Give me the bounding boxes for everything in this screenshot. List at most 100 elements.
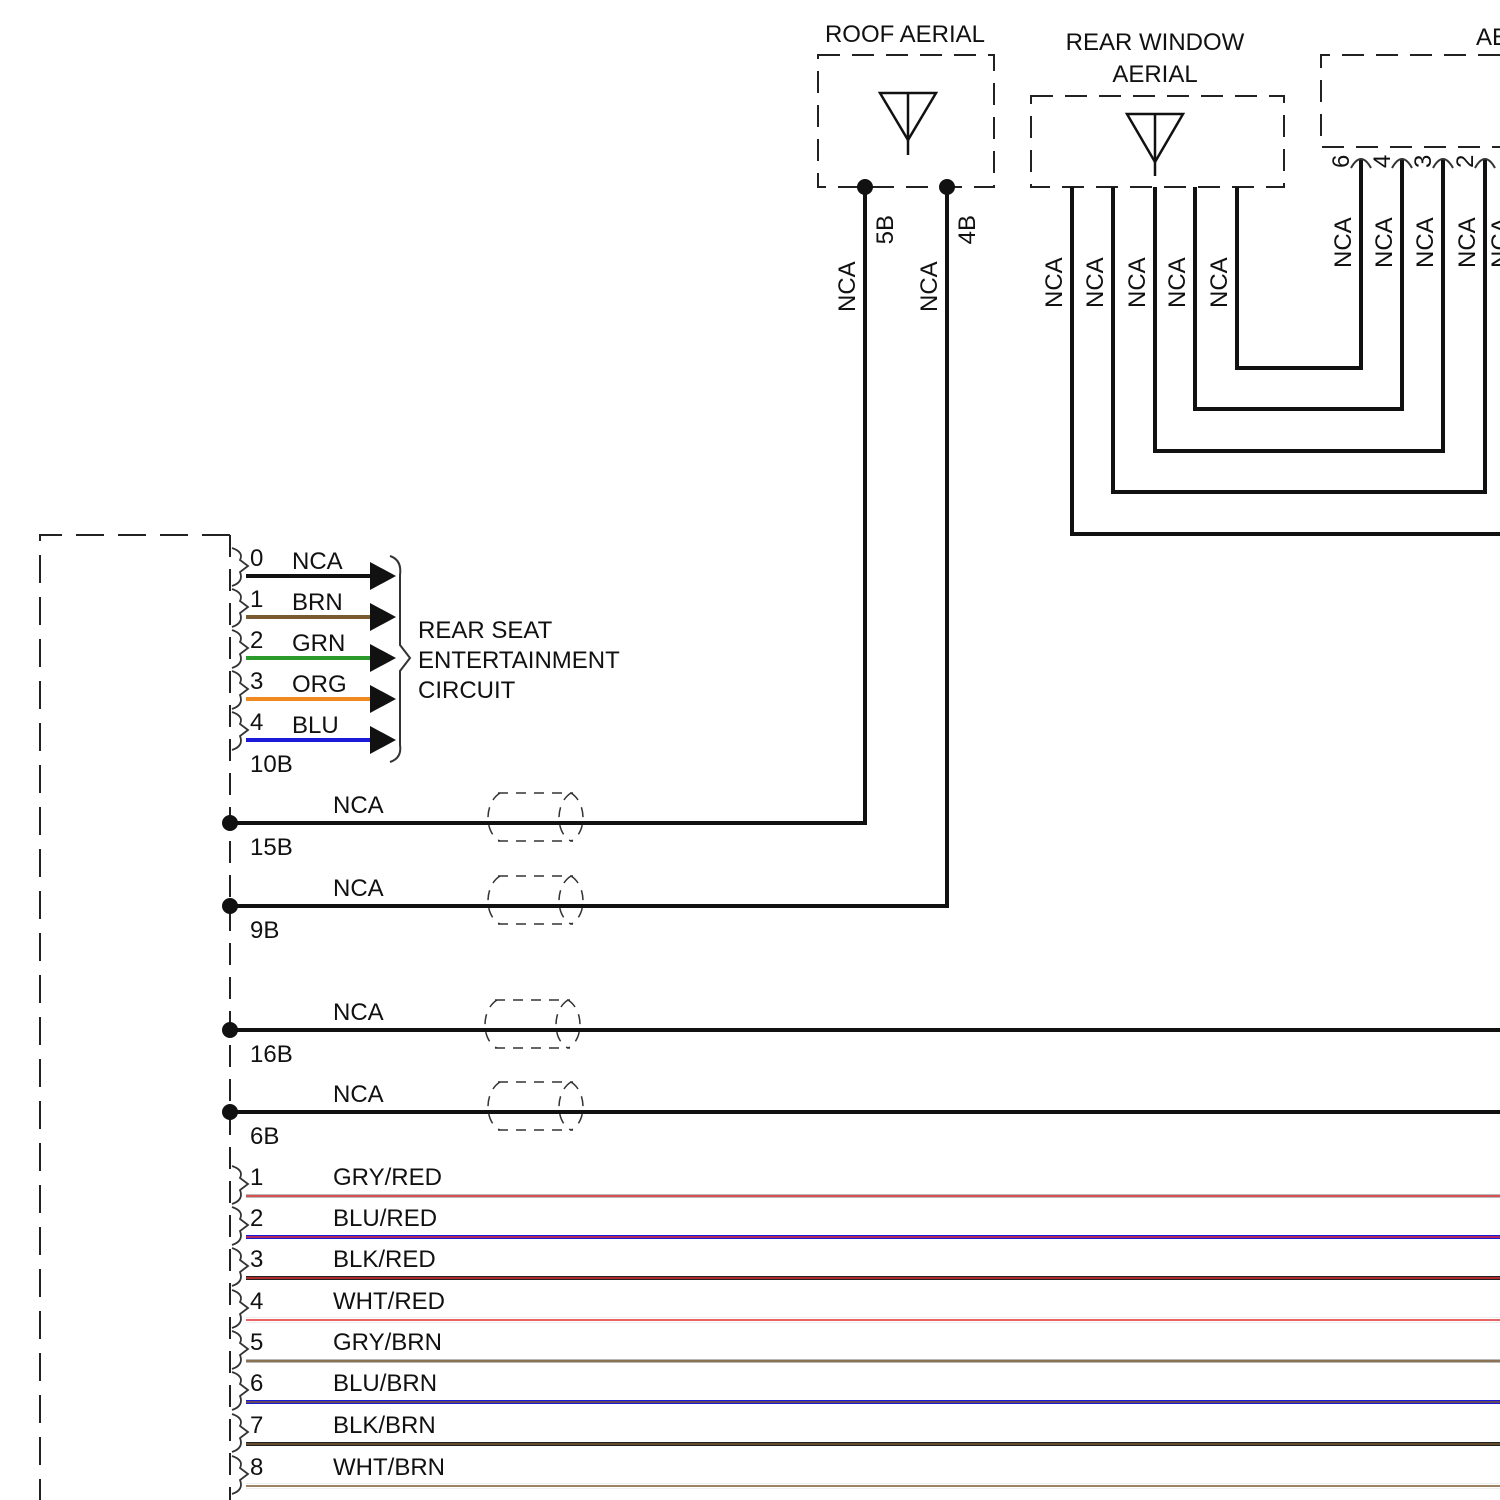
rear-seat-wire-1-pin: 1 (250, 586, 263, 613)
roof-aerial-pin-4B-dot (939, 179, 955, 195)
rear-seat-wire-1-arrow (370, 603, 396, 631)
shielded-wire-6B-label: NCA (333, 1081, 384, 1108)
right-module-title: AE (1476, 24, 1500, 51)
colored-wire-8-label: WHT/BRN (333, 1454, 445, 1481)
shielded-wire-6B-shield (488, 1082, 583, 1130)
rear-window-aerial-wire-2 (1113, 160, 1485, 492)
colored-wire-4-bracket (232, 1290, 248, 1328)
rear-seat-wire-2-arrow (370, 644, 396, 672)
antenna-icon (1127, 114, 1183, 176)
antenna-icon (880, 93, 936, 155)
colored-wire-1-bracket (232, 1166, 248, 1204)
shielded-wire-16B-shield (485, 1000, 580, 1048)
rear-seat-wire-3-bracket (232, 671, 248, 709)
shielded-wire-16B-pin: 16B (250, 1041, 293, 1068)
rear-seat-wire-1-color: BRN (292, 589, 343, 616)
rear-seat-wire-0-color: NCA (292, 548, 343, 575)
rear-window-aerial-title-line1: REAR WINDOW (1066, 29, 1245, 56)
rear-seat-wire-1-bracket (232, 589, 248, 627)
rear-seat-wire-2-color: GRN (292, 630, 345, 657)
shielded-wire-9B-dot (222, 898, 238, 914)
rear-window-aerial: REAR WINDOW AERIAL (1031, 29, 1284, 187)
colored-wire-7-pin: 7 (250, 1412, 263, 1439)
roof-aerial-wire-4B-label: NCA (916, 261, 943, 312)
colored-wire-2-bracket (232, 1207, 248, 1245)
shielded-wire-16B-label: NCA (333, 999, 384, 1026)
shielded-wire-15B-dot (222, 815, 238, 831)
colored-wire-7-bracket (232, 1414, 248, 1452)
right-module-partial-wire-label: NCA (1487, 217, 1500, 268)
left-module-outline (40, 535, 230, 1500)
rear-window-aerial-wire-4-label: NCA (1164, 257, 1191, 308)
rear-seat-wire-4-bracket (232, 712, 248, 750)
rear-seat-wire-0-bracket (232, 548, 248, 586)
colored-wire-5-bracket (232, 1331, 248, 1369)
roof-aerial: ROOF AERIAL (818, 21, 994, 187)
colored-wire-2-label: BLU/RED (333, 1205, 437, 1232)
colored-wire-6-label: BLU/BRN (333, 1370, 437, 1397)
rear-window-aerial-wire-3-label: NCA (1124, 257, 1151, 308)
right-module-pin-6-wire-label: NCA (1330, 217, 1357, 268)
colored-wire-2-pin: 2 (250, 1205, 263, 1232)
right-module-pin-4-label: 4 (1369, 155, 1396, 168)
rear-seat-wire-4-pin: 4 (250, 709, 263, 736)
colored-wire-4-pin: 4 (250, 1288, 263, 1315)
colored-wire-5-label: GRY/BRN (333, 1329, 442, 1356)
right-module-pin-3-wire-label: NCA (1412, 217, 1439, 268)
colored-wire-7-label: BLK/BRN (333, 1412, 436, 1439)
rear-window-aerial-wire-2-label: NCA (1082, 257, 1109, 308)
rear-window-aerial-title-line2: AERIAL (1112, 61, 1197, 88)
rear-seat-wire-0-arrow (370, 562, 396, 590)
right-module-pin-3-label: 3 (1410, 155, 1437, 168)
right-module-pin-6-label: 6 (1328, 155, 1355, 168)
shielded-wire-9B-shield (488, 876, 583, 924)
rear-seat-wire-4-color: BLU (292, 712, 339, 739)
shielded-wire-16B-dot (222, 1022, 238, 1038)
rear-seat-wire-2-bracket (232, 630, 248, 668)
right-module: AE (1321, 24, 1500, 147)
rear-seat-wire-0-pin: 0 (250, 545, 263, 572)
colored-wire-1-pin: 1 (250, 1164, 263, 1191)
colored-wire-6-bracket (232, 1372, 248, 1410)
shielded-wire-9B-pin: 9B (250, 917, 279, 944)
colored-wire-6-pin: 6 (250, 1370, 263, 1397)
roof-aerial-pin-5B-dot (857, 179, 873, 195)
shielded-wire-15B-label: NCA (333, 792, 384, 819)
roof-aerial-pin-4B-label: 4B (954, 215, 981, 244)
shielded-wire-9B-label: NCA (333, 875, 384, 902)
shielded-wire-15B-pin: 15B (250, 834, 293, 861)
colored-wire-8-bracket (232, 1456, 248, 1494)
rear-seat-wire-3-arrow (370, 685, 396, 713)
rear-seat-label-line-3: CIRCUIT (418, 677, 516, 704)
shielded-wire-6B-pin: 6B (250, 1123, 279, 1150)
shielded-wire-15B-shield (488, 793, 583, 841)
right-module-box (1321, 55, 1500, 147)
rear-window-aerial-wire-1-label: NCA (1041, 257, 1068, 308)
colored-wire-3-label: BLK/RED (333, 1246, 436, 1273)
rear-seat-wire-3-color: ORG (292, 671, 347, 698)
colored-wire-8-pin: 8 (250, 1454, 263, 1481)
rear-seat-label-line-2: ENTERTAINMENT (418, 647, 620, 674)
roof-aerial-pin-5B-label: 5B (872, 215, 899, 244)
rear-seat-wire-4-arrow (370, 726, 396, 754)
rear-seat-connector-label: 10B (250, 751, 293, 778)
colored-wire-1-label: GRY/RED (333, 1164, 442, 1191)
rear-window-aerial-box (1031, 96, 1284, 187)
right-module-pin-4-wire-label: NCA (1371, 217, 1398, 268)
right-module-pin-2-label: 2 (1452, 155, 1479, 168)
right-module-pin-2-wire-label: NCA (1454, 217, 1481, 268)
rear-seat-wire-2-pin: 2 (250, 627, 263, 654)
shielded-wire-6B-dot (222, 1104, 238, 1120)
colored-wire-5-pin: 5 (250, 1329, 263, 1356)
rear-seat-wire-3-pin: 3 (250, 668, 263, 695)
roof-aerial-box (818, 55, 994, 187)
colored-wire-3-pin: 3 (250, 1246, 263, 1273)
roof-aerial-wire-5B-label: NCA (834, 261, 861, 312)
colored-wire-4-label: WHT/RED (333, 1288, 445, 1315)
rear-seat-label-line-1: REAR SEAT (418, 617, 553, 644)
colored-wire-3-bracket (232, 1248, 248, 1286)
rear-window-aerial-wire-5-label: NCA (1206, 257, 1233, 308)
roof-aerial-title: ROOF AERIAL (825, 21, 985, 48)
